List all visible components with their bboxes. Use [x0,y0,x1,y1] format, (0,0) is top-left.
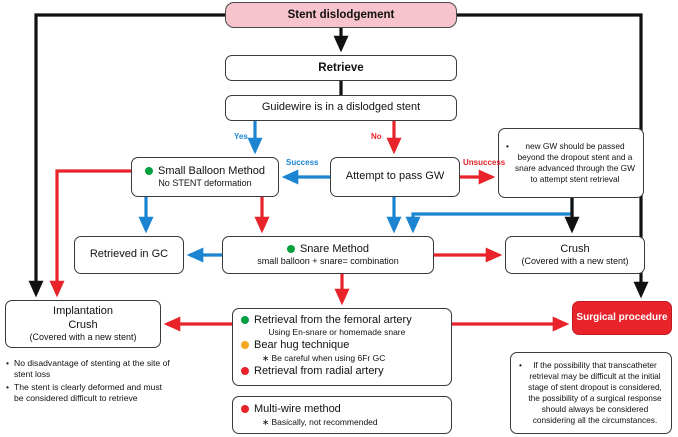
node-new-gw-text: new GW should be passed beyond the dropo… [515,140,635,185]
surgical-note-text: If the possibility that transcatheter re… [528,359,662,426]
red-dot-icon [241,367,249,376]
green-dot-icon [241,315,249,324]
method-title-row: Retrieval from the femoral artery [241,314,412,327]
green-dot-icon [144,166,153,175]
edge-label-yes: Yes [234,132,248,141]
node-implantation-line1: Implantation [53,305,113,318]
node-retrieved-gc-label: Retrieved in GC [89,248,169,261]
method-sub: Using En-snare or homemade snare [268,326,406,337]
method-item[interactable]: Retrieval from radial artery [241,365,384,378]
new-gw-note-bullet-row: • new GW should be passed beyond the dro… [505,141,637,185]
implantation-notes: • No disadvantage of stenting at the sit… [6,358,174,406]
node-attempt-to-pass-gw[interactable]: Attempt to pass GW [330,157,460,197]
method-sub: ∗ Be careful when using 6Fr GC [262,352,386,363]
bullet-icon: • [519,359,522,370]
node-retrieve[interactable]: Retrieve [225,55,457,81]
green-dot-icon [286,244,295,253]
orange-dot-icon [241,341,249,350]
bullet-icon: • [6,358,10,368]
small-balloon-title-row: Small Balloon Method [144,164,265,178]
node-attempt-label: Attempt to pass GW [345,170,445,183]
node-surgical-note[interactable]: • If the possibility that transcatheter … [510,352,672,434]
node-multi-wire-method[interactable]: Multi-wire method ∗ Basically, not recom… [232,396,452,434]
node-snare-method[interactable]: Snare Method small balloon + snare= comb… [222,236,434,274]
node-retrieved-in-gc[interactable]: Retrieved in GC [74,236,184,274]
surgical-note-bullet-row: • If the possibility that transcatheter … [518,360,664,426]
node-crush-sub: (Covered with a new stent) [521,256,629,267]
bullet-icon: • [506,140,509,151]
node-small-balloon-sub: No STENT deformation [158,178,252,189]
snare-title-row: Snare Method [286,242,370,256]
multiwire-title-row: Multi-wire method [241,403,341,416]
method-title-row: Retrieval from radial artery [241,365,384,378]
implantation-note-text: No disadvantage of stenting at the site … [14,358,170,380]
node-snare-title: Snare Method [299,242,370,255]
edge-label-success: Success [286,158,319,167]
method-title: Retrieval from the femoral artery [254,313,412,326]
implantation-note-item: • No disadvantage of stenting at the sit… [6,358,174,381]
node-stent-dislodgement[interactable]: Stent dislodgement [225,2,457,28]
node-implantation-line2: Crush [68,318,98,331]
node-crush-title: Crush [560,242,590,255]
node-small-balloon-method[interactable]: Small Balloon Method No STENT deformatio… [131,157,279,197]
node-implantation-line3: (Covered with a new stent) [29,331,137,342]
node-small-balloon-title: Small Balloon Method [157,164,265,177]
node-surgical-procedure[interactable]: Surgical procedure [572,301,672,335]
node-guidewire-in-stent[interactable]: Guidewire is in a dislodged stent [225,95,457,121]
bullet-icon: • [6,381,10,392]
node-new-gw-note[interactable]: • new GW should be passed beyond the dro… [498,128,644,198]
node-retrieval-methods[interactable]: Retrieval from the femoral artery Using … [232,308,452,386]
method-title: Retrieval from radial artery [254,365,384,378]
node-implantation-crush[interactable]: Implantation Crush (Covered with a new s… [5,300,161,348]
method-item[interactable]: Bear hug technique ∗ Be careful when usi… [241,339,385,363]
method-title: Bear hug technique [254,339,350,352]
method-item[interactable]: Retrieval from the femoral artery Using … [241,314,412,338]
node-crush[interactable]: Crush (Covered with a new stent) [505,236,645,274]
node-title-label: Stent dislodgement [287,8,395,21]
node-snare-sub: small balloon + snare= combination [257,256,399,267]
edge-label-unsuccess: Unsuccess [463,158,506,167]
red-dot-icon [241,405,249,414]
node-multiwire-title: Multi-wire method [254,403,341,416]
node-surgical-label: Surgical procedure [576,311,668,323]
method-title-row: Bear hug technique [241,339,385,352]
node-multiwire-sub: ∗ Basically, not recommended [262,416,378,427]
implantation-note-item: • The stent is clearly deformed and must… [6,382,174,405]
implantation-note-text: The stent is clearly deformed and must b… [14,381,163,404]
edge-label-no: No [371,132,382,141]
node-guidewire-label: Guidewire is in a dislodged stent [261,101,421,114]
node-retrieve-label: Retrieve [318,61,364,74]
